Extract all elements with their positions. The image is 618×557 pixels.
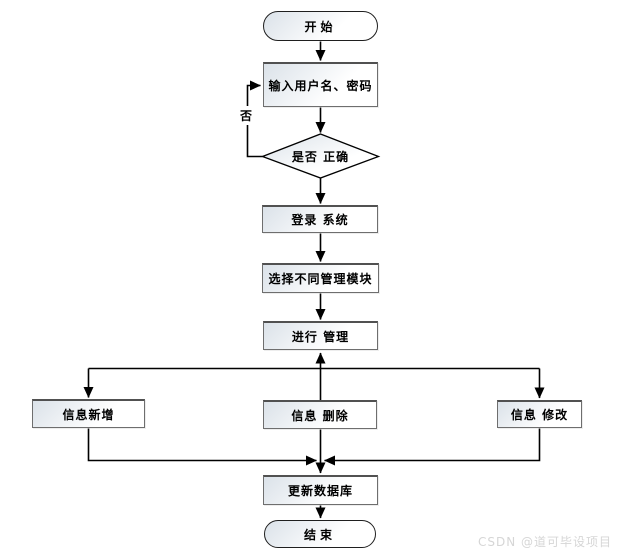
node-info-delete: 信息 删除 [263, 400, 377, 429]
node-end: 结束 [264, 520, 376, 548]
decision-diamond-shape [260, 133, 381, 179]
edge-label-no: 否 [239, 106, 254, 125]
node-info-modify: 信息 修改 [497, 400, 582, 428]
node-update-database: 更新数据库 [263, 475, 378, 505]
node-input-credentials: 输入用户名、密码 [263, 62, 378, 107]
node-info-add: 信息新增 [32, 399, 145, 428]
node-manage: 进行 管理 [263, 321, 378, 350]
edge-return-right [324, 428, 541, 466]
watermark: CSDN @道可毕设项目 [477, 535, 612, 549]
node-select-module: 选择不同管理模块 [262, 263, 379, 293]
edge-return-left [87, 428, 317, 466]
node-decision-correct: 是否 正确 [291, 150, 350, 164]
node-start: 开始 [263, 11, 378, 41]
node-login-system: 登录 系统 [262, 205, 378, 233]
